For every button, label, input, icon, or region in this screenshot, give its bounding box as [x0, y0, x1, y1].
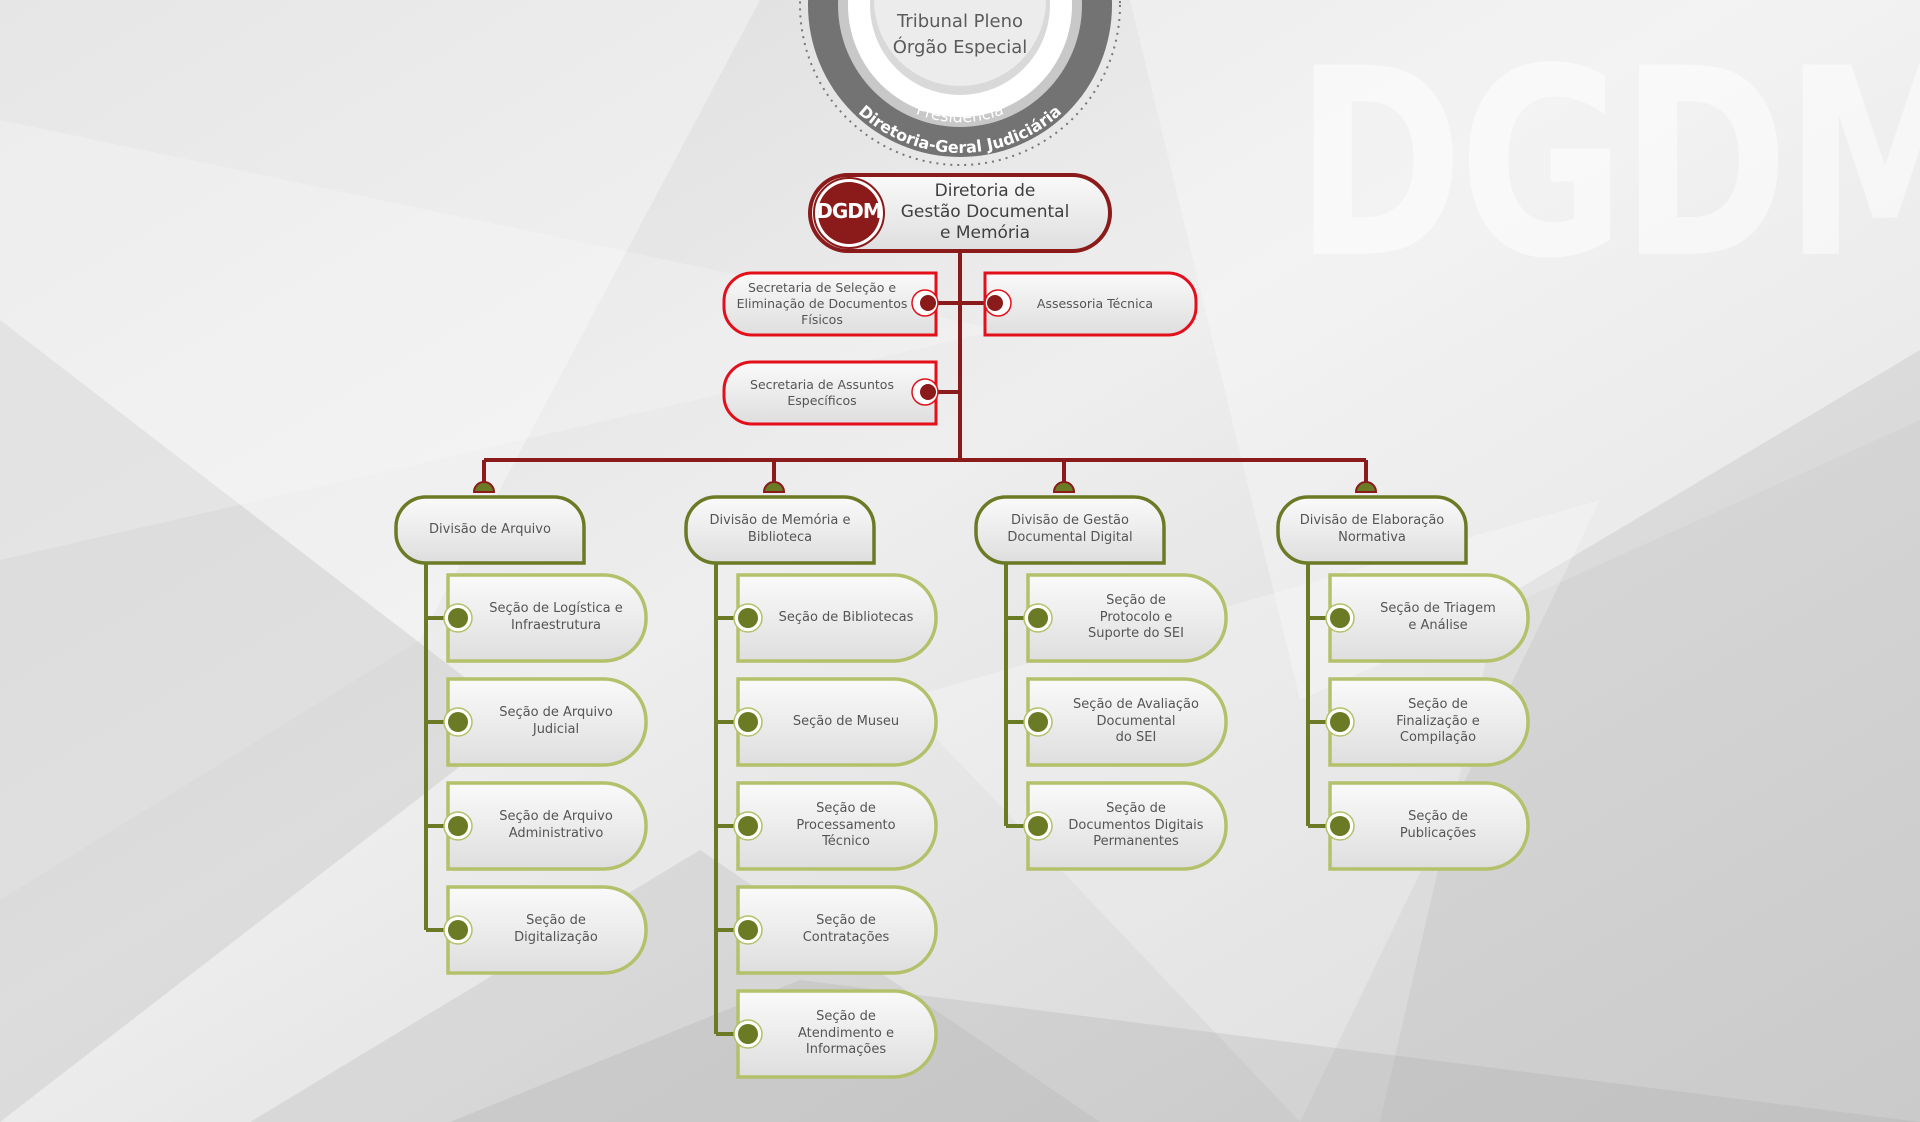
section-label: Seção de Processamento Técnico	[796, 800, 896, 850]
division-label: Divisão de Arquivo	[429, 521, 551, 537]
top-circle-line-2: Órgão Especial	[892, 37, 1028, 58]
dgdm-logo: DGDM	[816, 199, 883, 223]
section-label: Seção de Arquivo Judicial	[499, 705, 613, 737]
section-label: Seção de Publicações	[1399, 809, 1477, 841]
section-box	[1328, 781, 1530, 871]
section-label: Seção de Atendimento e Informações	[798, 1008, 894, 1058]
division-box	[974, 495, 1166, 565]
division-label: Divisão de Gestão Documental Digital	[1007, 513, 1133, 545]
section-box	[1328, 573, 1530, 663]
section-label: Seção de Arquivo Administrativo	[499, 809, 613, 841]
section-box	[736, 781, 938, 871]
staff-nodes	[722, 271, 1198, 426]
watermark-text: DGDM	[1295, 14, 1920, 316]
section-label: Seção de Triagem e Análise	[1380, 601, 1496, 633]
svg-text:Presidência: Presidência	[914, 100, 1006, 127]
division-box	[684, 495, 876, 565]
section-box	[736, 885, 938, 975]
division-label: Divisão de Memória e Biblioteca	[709, 513, 851, 545]
section-box	[736, 573, 938, 663]
section-label: Seção de Finalização e Compilação	[1396, 696, 1480, 746]
section-label: Seção de Contratações	[802, 913, 890, 945]
section-box	[446, 677, 648, 767]
section-label: Seção de Avaliação Documental do SEI	[1073, 696, 1199, 746]
division-label: Divisão de Elaboração Normativa	[1299, 513, 1445, 545]
division-box	[1276, 495, 1468, 565]
section-box	[1026, 573, 1228, 663]
section-box	[736, 989, 938, 1079]
top-circle-line-1: Tribunal Pleno	[896, 11, 1024, 32]
staff-node-selecao-eliminacao: Secretaria de Seleção e Eliminação de Do…	[736, 279, 908, 328]
section-label: Seção de Museu	[792, 713, 900, 729]
section-box	[446, 573, 648, 663]
root-node	[808, 173, 1112, 253]
section-box	[446, 885, 648, 975]
ring-labels: Presidência Diretoria-Geral Judiciária	[855, 100, 1065, 157]
section-box	[736, 677, 938, 767]
section-box	[1026, 781, 1228, 871]
division-trees	[394, 495, 1530, 1079]
section-box	[446, 781, 648, 871]
division-box	[394, 495, 586, 565]
section-box	[1026, 677, 1228, 767]
top-circle-emblem	[799, 0, 1121, 166]
staff-node-assessoria-tecnica: Assessoria Técnica	[1036, 295, 1154, 311]
section-box	[1328, 677, 1530, 767]
staff-node-assuntos-especificos: Secretaria de Assuntos Específicos	[750, 376, 894, 408]
section-label: Seção de Documentos Digitais Permanentes	[1068, 800, 1204, 850]
section-label: Seção de Protocolo e Suporte do SEI	[1088, 592, 1184, 642]
section-label: Seção de Digitalização	[514, 913, 598, 945]
section-label: Seção de Bibliotecas	[778, 609, 914, 625]
root-title: Diretoria de Gestão Documental e Memória	[900, 181, 1070, 243]
ring-inner-label: Presidência	[914, 100, 1006, 127]
section-label: Seção de Logística e Infraestrutura	[489, 601, 623, 633]
